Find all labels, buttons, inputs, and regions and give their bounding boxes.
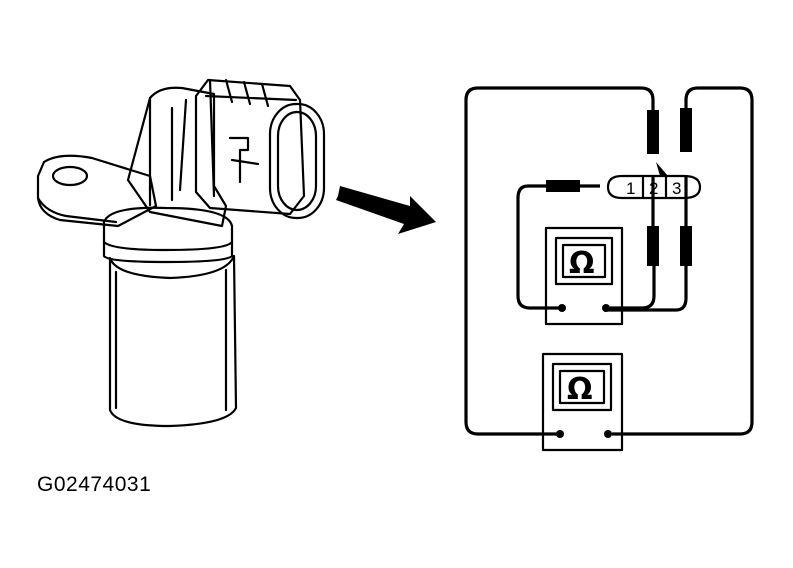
ohm-symbol: Ω [569,246,595,281]
pin-2-label: 2 [649,179,658,198]
sensor-icon [36,78,326,428]
lead-block [680,226,692,266]
lead-block [680,108,692,152]
pin-3-label: 3 [672,179,681,198]
ohmmeter-icon: Ω [541,352,624,452]
lead-block [647,110,659,154]
wiring-diagram: 1 2 3 Ω Ω [464,86,754,452]
ohm-symbol: Ω [567,372,593,407]
pin-1-label: 1 [626,179,635,198]
lead-block [647,226,659,266]
ohmmeter-icon: Ω [544,226,624,326]
figure-caption: G02474031 [37,473,152,496]
arrow-icon [336,186,436,234]
lead-block [546,180,580,192]
